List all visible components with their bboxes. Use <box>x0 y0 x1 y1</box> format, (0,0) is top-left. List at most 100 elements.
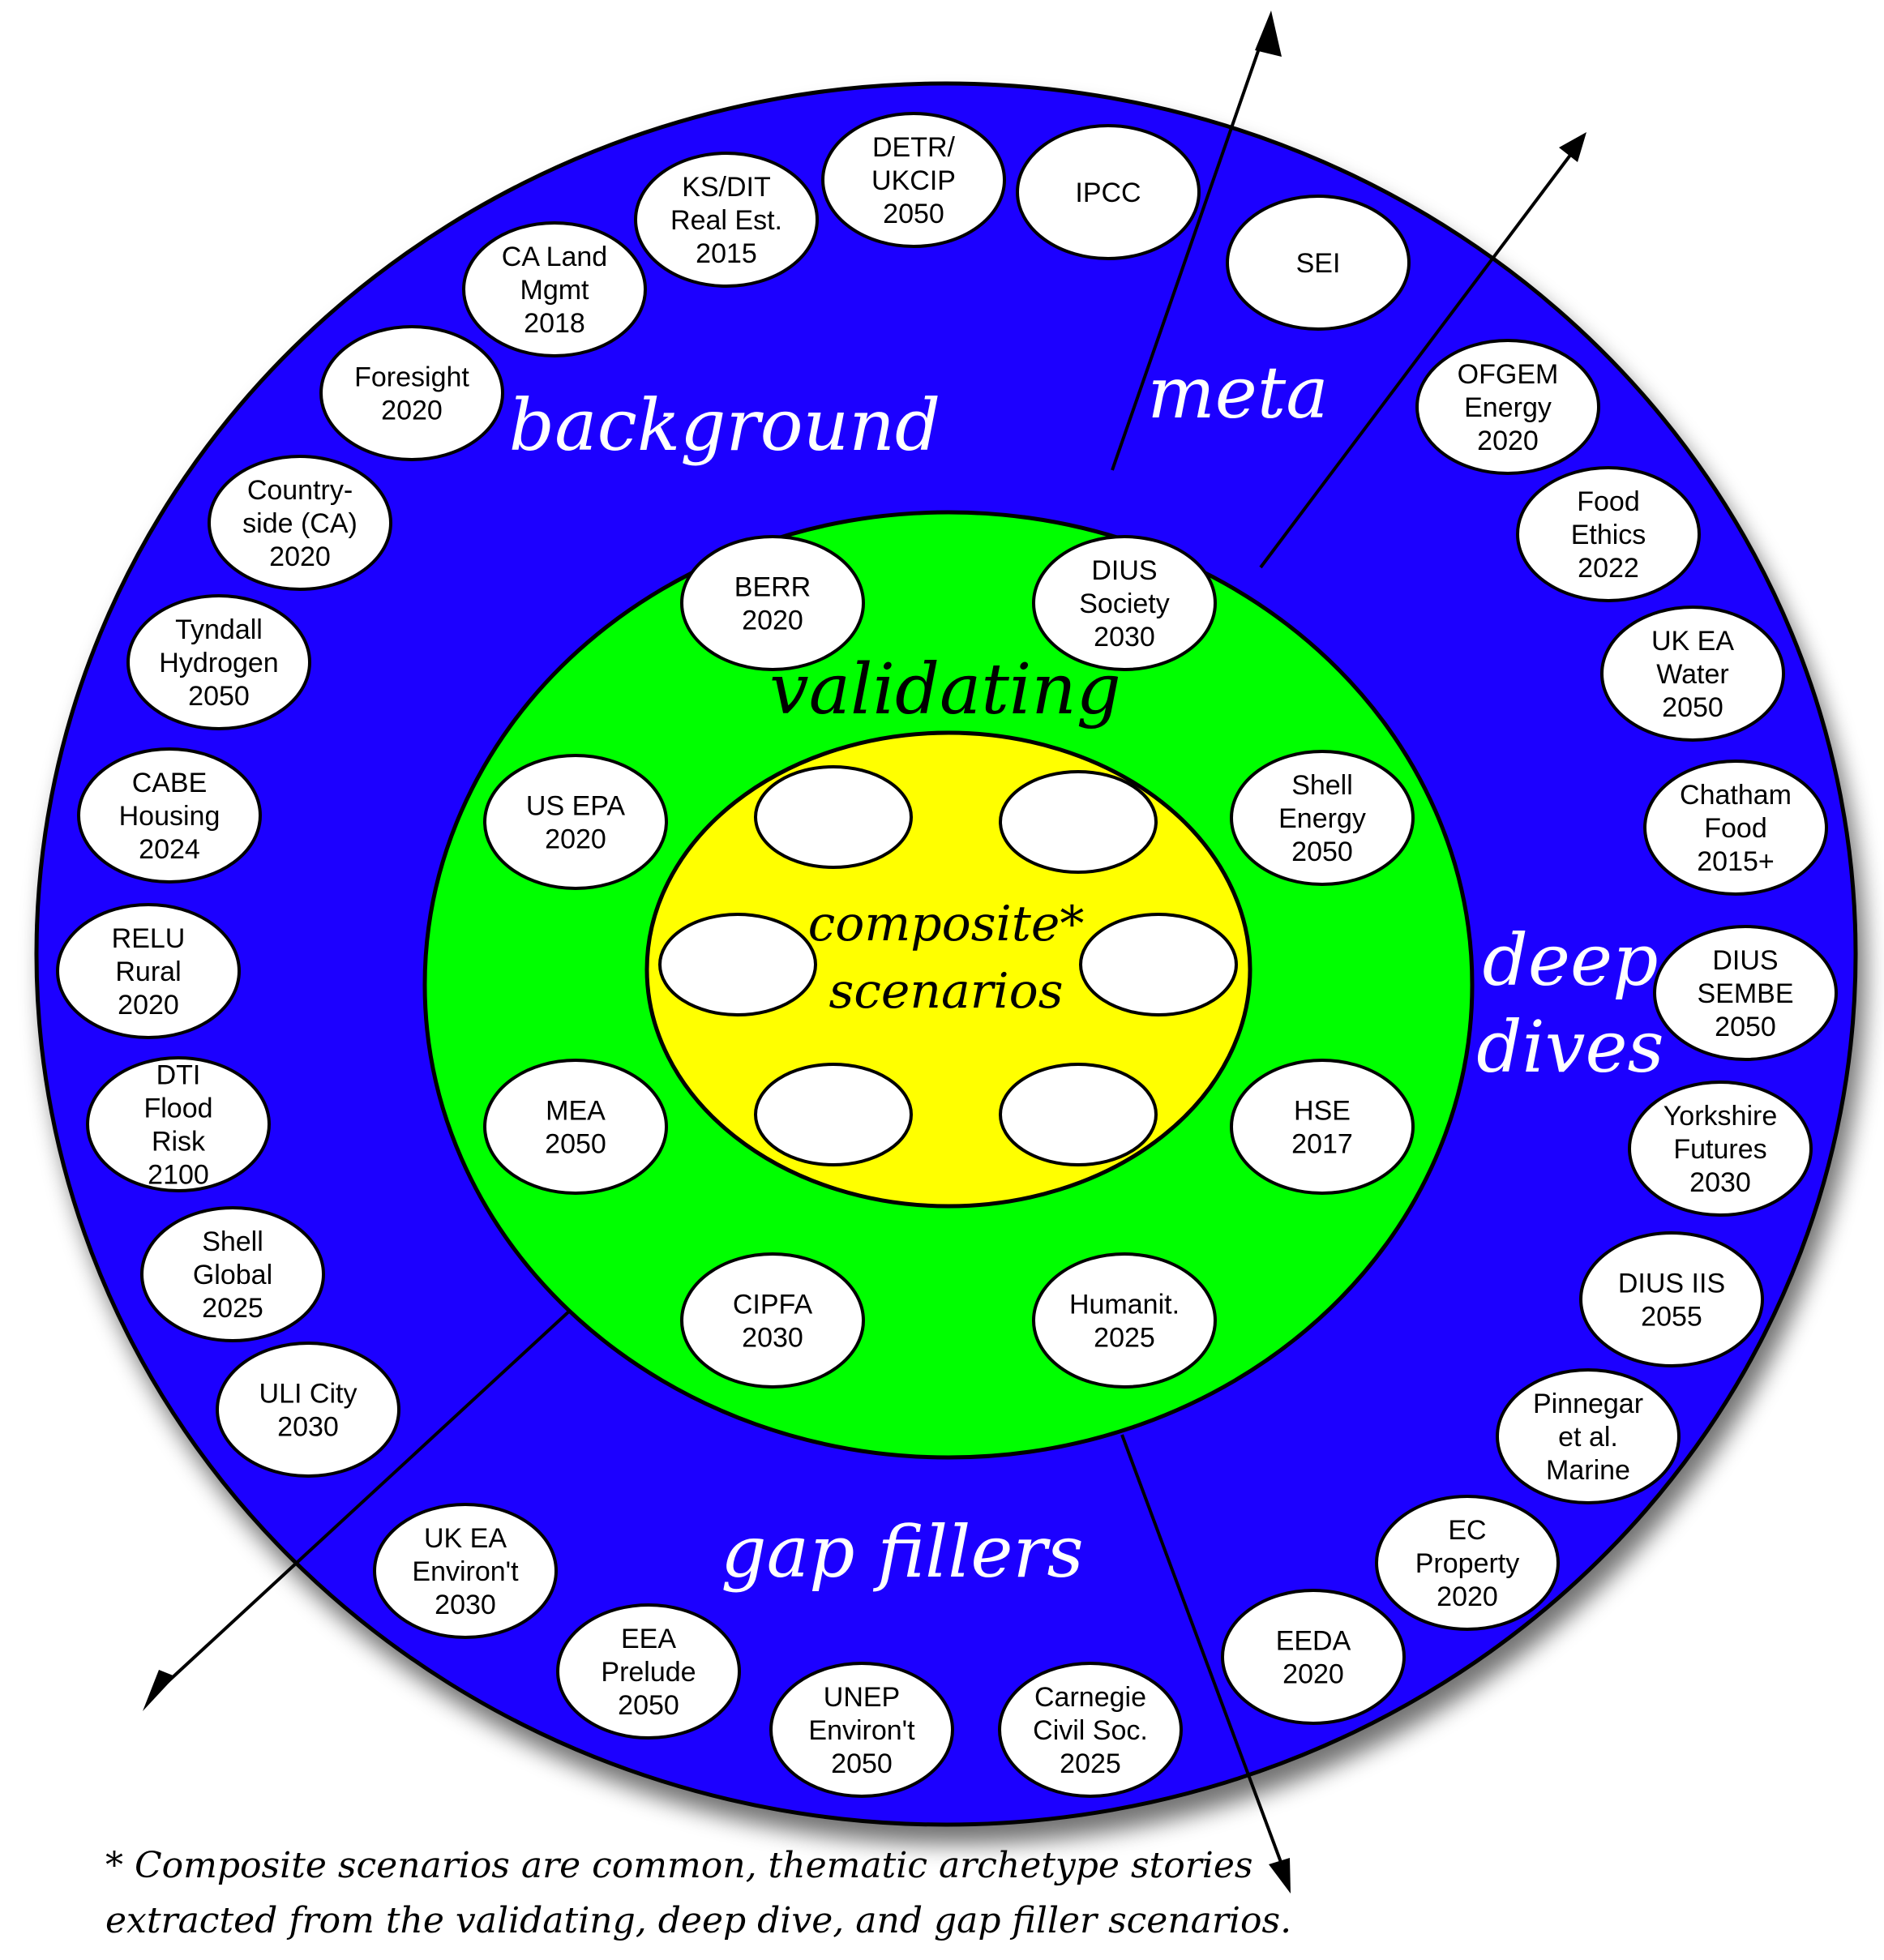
scenario-label-line: UK EA <box>424 1523 507 1554</box>
scenario-label-line: 2050 <box>1291 837 1353 867</box>
scenario-label-line: 2030 <box>1094 622 1155 653</box>
scenario-label-line: 2055 <box>1641 1302 1702 1333</box>
scenario-label-line: 2020 <box>1477 426 1539 456</box>
scenario-label-line: Prelude <box>601 1657 696 1688</box>
scenario-bubble <box>373 1503 558 1639</box>
label-deep: deep <box>1483 918 1659 1002</box>
scenario-label-line: CABE <box>132 768 208 798</box>
scenario-label-line: CA Land <box>502 242 607 272</box>
sector-dividers <box>159 32 1573 1872</box>
scenario-label-line: Foresight <box>354 362 469 393</box>
composite-slot <box>754 765 913 869</box>
scenario-label-line: 2020 <box>1437 1581 1498 1612</box>
composite-slot <box>658 913 817 1016</box>
scenario-label-line: Humanit. <box>1069 1290 1180 1320</box>
divider-meta-left <box>1111 32 1266 471</box>
composite-slots <box>658 765 1238 1166</box>
scenario-bubble <box>1230 750 1415 886</box>
scenario-label-line: 2017 <box>1291 1129 1353 1160</box>
scenario-label-line: 2050 <box>1662 692 1723 723</box>
scenario-label-line: Yorkshire <box>1663 1101 1777 1132</box>
label-validating: validating <box>769 649 1121 730</box>
scenario-label-line: Shell <box>1291 770 1353 801</box>
scenario-bubble <box>1230 1059 1415 1195</box>
scenario-label-line: 2020 <box>742 606 803 636</box>
outer-scenario-country-side-ca-2020: Country-side (CA)2020 <box>208 455 392 591</box>
footnote-line-1: * Composite scenarios are common, themat… <box>105 1845 1253 1886</box>
composite-slot <box>999 1063 1158 1166</box>
scenario-label-line: Chatham <box>1680 780 1792 811</box>
scenario-label-line: UNEP <box>824 1682 900 1713</box>
scenario-bubble <box>56 903 241 1039</box>
scenario-label-line: 2020 <box>381 396 443 426</box>
scenario-label-line: Energy <box>1278 803 1366 834</box>
scenario-label-line: side (CA) <box>242 508 358 539</box>
scenario-label-line: et al. <box>1558 1422 1618 1453</box>
scenario-label-line: MEA <box>546 1096 606 1127</box>
label-composite: composite* <box>808 896 1085 952</box>
composite-slot <box>999 770 1158 874</box>
scenario-label-line: ULI City <box>259 1379 358 1410</box>
scenario-label-line: CIPFA <box>733 1290 813 1320</box>
label-background: background <box>509 383 940 467</box>
scenario-bubble <box>1653 925 1838 1061</box>
scenario-bubble <box>483 754 668 890</box>
scenario-label-line: RELU <box>112 923 186 954</box>
scenario-bubble <box>462 221 647 357</box>
scenario-bubble <box>1375 1495 1560 1631</box>
scenario-label-line: Tyndall <box>175 614 263 645</box>
scenario-label-line: Futures <box>1673 1134 1766 1165</box>
scenario-bubble <box>319 325 504 461</box>
scenario-bubble <box>680 535 865 671</box>
divider-gap-left <box>159 1307 573 1690</box>
scenario-label-line: 2015 <box>696 238 757 269</box>
scenario-label-line: Environ't <box>412 1556 519 1587</box>
scenario-label-line: Civil Soc. <box>1033 1715 1148 1746</box>
scenario-label-line: Water <box>1656 659 1728 690</box>
scenario-bubble <box>821 112 1006 248</box>
scenario-label-line: 2022 <box>1578 553 1639 584</box>
scenario-bubble <box>1600 606 1785 742</box>
divider-meta-right <box>1259 152 1573 569</box>
scenario-label-line: 2050 <box>1715 1012 1776 1042</box>
scenario-label-line: Food <box>1577 486 1640 517</box>
footnote-line-2: extracted from the validating, deep dive… <box>105 1900 1292 1941</box>
scenario-bubble <box>208 455 392 591</box>
scenario-label-line: 2030 <box>1689 1167 1751 1198</box>
scenario-label-line: Food <box>1704 813 1767 844</box>
scenario-label-line: Marine <box>1546 1455 1630 1486</box>
scenario-label-line: Society <box>1079 588 1170 619</box>
scenario-bubble <box>1516 466 1701 602</box>
scenario-label-line: Real Est. <box>670 205 782 236</box>
scenario-label-line: KS/DIT <box>682 172 771 203</box>
scenario-bubble <box>77 747 262 884</box>
scenario-label-line: SEMBE <box>1697 978 1793 1009</box>
scenario-bubble <box>1579 1231 1764 1367</box>
scenario-label-line: 2025 <box>1060 1748 1121 1779</box>
scenario-bubble <box>998 1662 1183 1798</box>
scenario-label-line: 2020 <box>545 824 606 855</box>
scenario-bubble <box>634 152 819 288</box>
scenario-label-line: OFGEM <box>1458 359 1559 390</box>
scenario-label-line: 2050 <box>618 1690 679 1721</box>
label-gap-fillers: gap fillers <box>721 1510 1083 1594</box>
scenario-bubble <box>1221 1589 1406 1725</box>
scenario-label-line: Carnegie <box>1034 1682 1146 1713</box>
